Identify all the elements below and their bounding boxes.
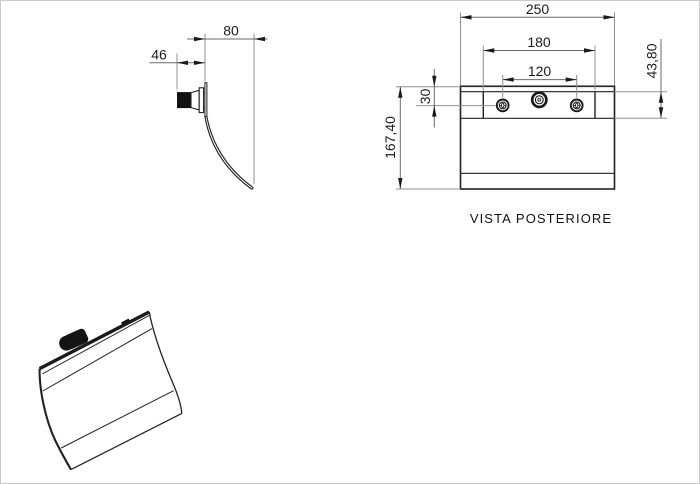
iso-top-lip	[42, 314, 150, 375]
dim-46-label: 46	[151, 47, 167, 63]
arrowhead	[194, 60, 205, 65]
arrowhead	[432, 75, 437, 87]
rear-view: 250 180 120 30 167,40 43,80	[382, 1, 667, 226]
arrowhead	[398, 178, 403, 189]
iso-view	[38, 310, 183, 471]
arrowhead	[565, 77, 577, 82]
screw-right	[569, 98, 584, 113]
back-plate	[204, 82, 208, 117]
arrowhead	[658, 107, 664, 119]
dim-30-label: 30	[417, 88, 433, 104]
screw-left	[495, 98, 510, 113]
dim-167-label: 167,40	[382, 116, 398, 159]
arrowhead	[502, 77, 514, 82]
mount-bracket	[198, 87, 205, 114]
dim-120-label: 120	[528, 63, 552, 79]
arrowhead	[658, 91, 664, 103]
rear-view-caption: VISTA POSTERIORE	[470, 211, 612, 226]
iso-bottom-edge	[70, 412, 183, 471]
arrowhead	[177, 60, 188, 65]
knob-cone	[190, 89, 200, 111]
knob-side-profile	[177, 92, 192, 109]
iso-right-edge	[148, 311, 183, 414]
blade-curve-inner	[204, 116, 253, 190]
arrowhead	[584, 48, 595, 53]
arrowhead	[603, 15, 615, 20]
dim-180-label: 180	[527, 34, 551, 50]
arrowhead	[194, 36, 205, 42]
arrowhead	[460, 15, 472, 20]
dim-43-label: 43,80	[644, 43, 660, 78]
arrowhead	[483, 48, 495, 53]
blade-curve-outer	[206, 116, 254, 189]
dim-250-label: 250	[526, 1, 550, 17]
blade-tip	[251, 187, 254, 190]
knob-iso	[59, 328, 89, 351]
dim-80-label: 80	[223, 23, 239, 39]
arrowhead	[398, 86, 403, 98]
arrowhead	[254, 36, 265, 42]
iso-band-end-cap	[121, 318, 130, 325]
screw-center	[530, 91, 548, 109]
iso-top-edge	[38, 310, 150, 371]
iso-fold-line-lower	[60, 390, 174, 449]
arrowhead	[432, 105, 437, 117]
iso-fold-line-upper	[42, 328, 153, 392]
iso-left-edge	[38, 368, 72, 471]
side-view: 80 46	[149, 23, 268, 190]
